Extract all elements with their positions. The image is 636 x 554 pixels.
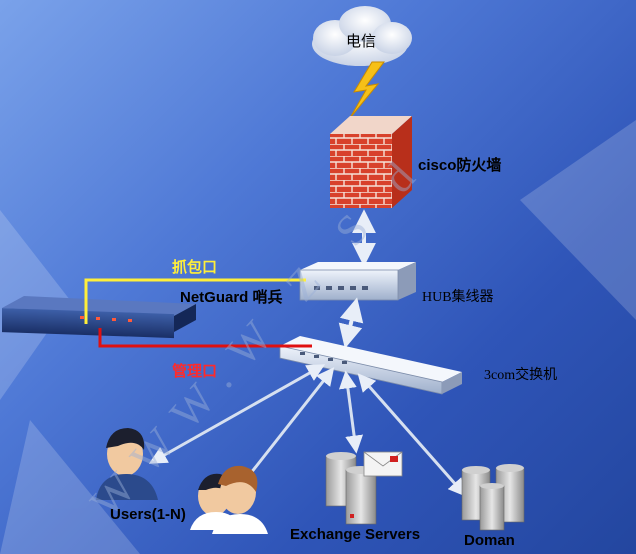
switch-label: 3com交换机: [484, 368, 558, 383]
users-label: Users(1-N): [110, 506, 186, 523]
hub-label: HUB集线器: [422, 290, 494, 305]
link-hub-switch: [338, 297, 364, 349]
user-icon: [96, 428, 158, 500]
domain-server-icon: [461, 464, 525, 531]
cloud-icon: [312, 6, 412, 66]
exchange-label: Exchange Servers: [290, 526, 421, 543]
management-port-label: 管理口: [172, 363, 218, 380]
firewall-label: cisco防火墙: [418, 157, 502, 174]
domain-label: Doman: [464, 532, 515, 549]
netguard-appliance-icon: [2, 296, 196, 339]
lightning-icon: [349, 61, 385, 119]
telecom-label: 电信: [346, 33, 377, 50]
management-line: [98, 328, 312, 348]
link-switch-domain: [357, 373, 467, 497]
capture-port-label: 抓包口: [172, 259, 218, 276]
link-switch-exchange: [338, 370, 364, 454]
capture-line: [84, 278, 306, 324]
netguard-label: NetGuard 哨兵: [180, 289, 283, 306]
hub-icon: [299, 262, 416, 301]
firewall-icon: [330, 116, 412, 208]
mail-icon: [363, 451, 403, 477]
user-icon-2: [190, 465, 268, 534]
